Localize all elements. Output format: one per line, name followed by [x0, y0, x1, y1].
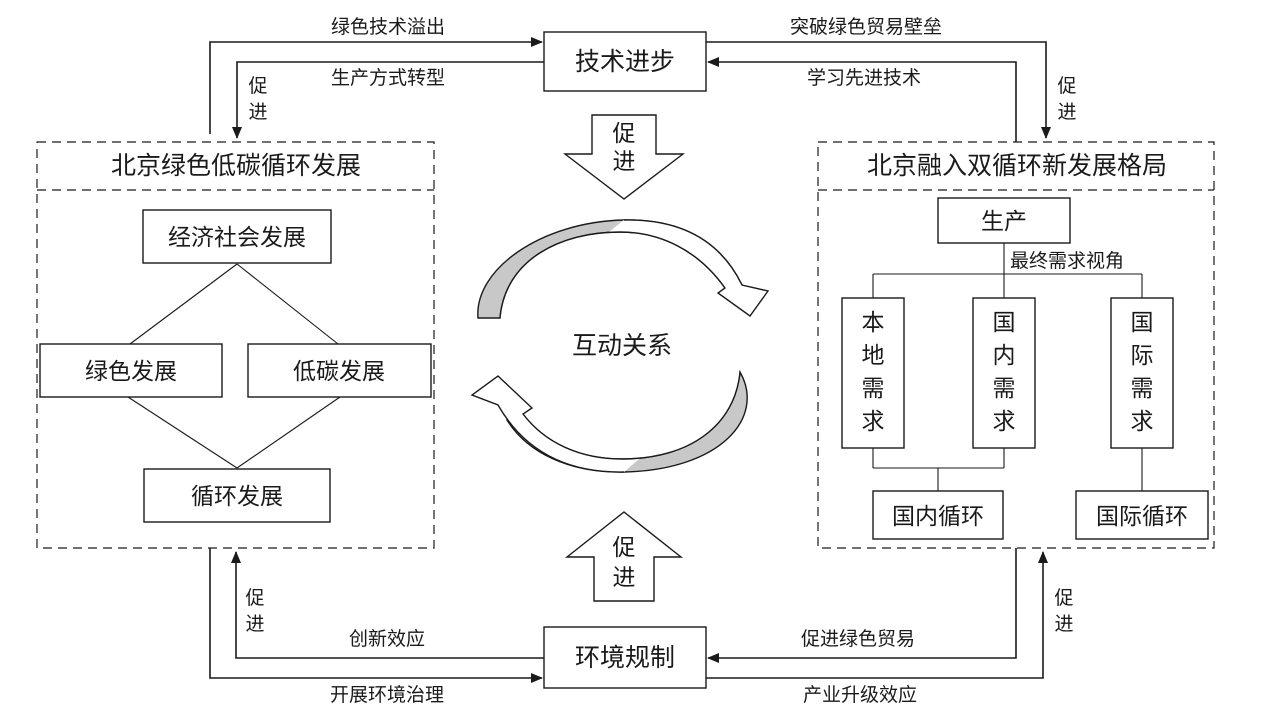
connector-econ-green: [129, 263, 238, 345]
edge-learn-tech: [707, 57, 1017, 142]
promote-br-char-1: 促: [1054, 587, 1073, 609]
promote-bl-char-2: 进: [245, 613, 264, 635]
edge-production-transform: [232, 61, 544, 139]
env-regulation-box: [543, 626, 707, 689]
edge-promote-trade: [707, 548, 1017, 663]
promote-tr-char-2: 进: [1057, 101, 1076, 123]
connector-lowcarbon-circular: [236, 396, 341, 469]
lowcarbon-dev-box: [247, 343, 432, 398]
promote-br-char-2: 进: [1054, 613, 1073, 635]
edge-upgrade-effect: [706, 551, 1048, 679]
left-panel: 北京绿色低碳循环发展 经济社会发展 绿色发展 低碳发展 循环发展: [36, 141, 435, 549]
promote-down-char-1: 促: [613, 121, 636, 147]
intl-demand-char-4: 求: [1131, 409, 1154, 435]
flow-edges: 绿色技术溢出 生产方式转型 促 进 突破绿色贸易壁垒 学习先进技术 促 进 创新…: [209, 16, 1077, 706]
green-spillover-label: 绿色技术溢出: [331, 16, 445, 38]
lower-arc-arrow: [470, 371, 741, 473]
intl-cycle-box: [1075, 490, 1209, 540]
right-panel-title: 北京融入双循环新发展格局: [867, 151, 1167, 180]
connector-green-circular: [127, 396, 238, 469]
promote-tl-char-1: 促: [248, 75, 267, 97]
promote-bl-char-1: 促: [245, 587, 264, 609]
interaction-label: 互动关系: [572, 331, 672, 360]
econ-social-label: 经济社会发展: [168, 225, 306, 251]
circular-dev-label: 循环发展: [191, 484, 283, 510]
local-demand-char-3: 需: [862, 376, 885, 402]
promote-trade-label: 促进绿色贸易: [801, 628, 915, 650]
green-dev-label: 绿色发展: [85, 359, 177, 385]
production-box: [937, 197, 1071, 244]
promote-up-arrow: [564, 511, 684, 602]
domestic-cycle-label: 国内循环: [892, 504, 984, 530]
center-area: 技术进步 环境规制 促 进 促 进 互动关系: [470, 31, 770, 689]
cycle-arrows: [470, 219, 770, 473]
env-regulation-label: 环境规制: [575, 643, 675, 672]
promote-tl-char-2: 进: [248, 101, 267, 123]
circular-dev-box: [143, 468, 331, 523]
intl-demand-char-2: 际: [1131, 343, 1154, 369]
promote-up-char-2: 进: [613, 565, 636, 591]
local-demand-char-1: 本: [862, 310, 885, 336]
intl-demand-char-3: 需: [1131, 376, 1154, 402]
env-governance-label: 开展环境治理: [330, 684, 444, 706]
edge-green-spillover: [209, 37, 543, 134]
domestic-cycle-box: [872, 490, 1004, 540]
final-demand-label: 最终需求视角: [1010, 250, 1124, 272]
upgrade-effect-label: 产业升级效应: [803, 684, 917, 706]
promote-up-char-1: 促: [613, 535, 636, 561]
lowcarbon-dev-label: 低碳发展: [293, 359, 385, 385]
promote-down-char-2: 进: [613, 149, 636, 175]
left-panel-title: 北京绿色低碳循环发展: [111, 151, 361, 180]
green-dev-box: [39, 343, 223, 398]
connector-econ-lowcarbon: [236, 263, 339, 345]
learn-tech-label: 学习先进技术: [807, 67, 921, 89]
innovation-effect-label: 创新效应: [349, 628, 425, 650]
right-panel: 北京融入双循环新发展格局 生产 最终需求视角 本 地 需 求 国 内 需 求 国…: [817, 141, 1215, 549]
upper-arc-arrow: [499, 219, 770, 319]
promote-tr-char-1: 促: [1057, 75, 1076, 97]
domestic-demand-char-2: 内: [993, 343, 1016, 369]
left-panel-border: [36, 141, 435, 549]
econ-social-box: [142, 209, 332, 264]
production-label: 生产: [981, 209, 1027, 235]
domestic-demand-char-1: 国: [993, 310, 1016, 336]
local-demand-char-4: 求: [862, 409, 885, 435]
domestic-demand-char-4: 求: [993, 409, 1016, 435]
production-transform-label: 生产方式转型: [331, 67, 445, 89]
edge-innovation-effect: [231, 551, 544, 659]
tech-progress-label: 技术进步: [575, 47, 675, 76]
edge-break-barriers: [706, 41, 1051, 139]
intl-demand-box: [1110, 297, 1174, 449]
domestic-demand-char-3: 需: [993, 376, 1016, 402]
intl-demand-char-1: 国: [1131, 310, 1154, 336]
local-demand-box: [841, 297, 905, 449]
break-barriers-label: 突破绿色贸易壁垒: [790, 16, 942, 38]
promote-down-arrow: [562, 114, 686, 200]
local-demand-char-2: 地: [862, 343, 885, 369]
intl-cycle-label: 国际循环: [1096, 504, 1188, 530]
edge-env-governance: [209, 548, 543, 683]
